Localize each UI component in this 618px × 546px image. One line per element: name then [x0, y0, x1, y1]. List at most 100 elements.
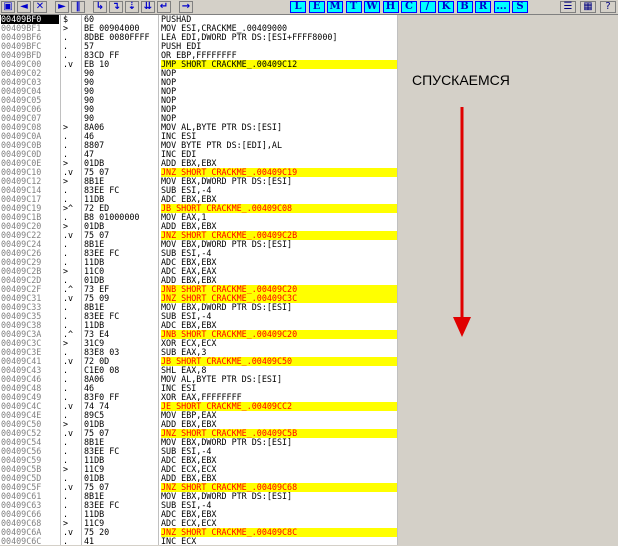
trace-into-icon[interactable]: ⇣ [125, 1, 139, 13]
address-cell: 00409C4E [1, 410, 42, 420]
hex-dump-cell: 74 74 [84, 401, 110, 411]
toolbar-button[interactable]: S [512, 1, 528, 13]
hex-dump-cell: 83CD FF [84, 50, 120, 60]
grid-icon[interactable]: ▦ [580, 1, 596, 13]
list-icon[interactable]: ☰ [560, 1, 576, 13]
trace-over-icon[interactable]: ⇊ [141, 1, 155, 13]
step-into-icon[interactable]: ↳ [93, 1, 107, 13]
toolbar-button[interactable]: T [345, 1, 362, 13]
flow-mark-cell: .v [63, 230, 74, 240]
go-to-icon[interactable]: → [179, 1, 193, 13]
toolbar-button[interactable]: L [290, 1, 306, 13]
toolbar-button[interactable]: E [308, 1, 325, 13]
instruction-cell: JNZ SHORT CRACKME_.00409C3C [161, 294, 397, 303]
hex-dump-cell: 01DB [84, 419, 105, 429]
toolbar-button[interactable]: R [475, 1, 491, 13]
toolbar-button[interactable]: W [364, 1, 380, 13]
toolbar-button[interactable]: C [401, 1, 417, 13]
run-icon[interactable]: ► [55, 1, 69, 13]
toolbar-button[interactable]: ... [493, 1, 510, 13]
toolbar-button[interactable]: / [419, 1, 436, 13]
toolbar-button[interactable]: M [327, 1, 343, 13]
pause-icon[interactable]: ‖ [71, 1, 85, 13]
execute-till-return-icon[interactable]: ↵ [157, 1, 171, 13]
toolbar-button[interactable]: K [438, 1, 454, 13]
address-cell: 00409C63 [1, 500, 42, 510]
toolbar-button[interactable]: B [456, 1, 473, 13]
hex-dump-cell: 90 [84, 77, 95, 87]
step-over-icon[interactable]: ↴ [109, 1, 123, 13]
flow-mark-cell: . [63, 248, 69, 258]
help-icon[interactable]: ? [600, 1, 616, 13]
close-icon[interactable]: ✕ [33, 1, 47, 13]
open-icon[interactable]: ▣ [1, 1, 15, 13]
flow-mark-cell: .v [63, 59, 74, 69]
address-cell: 00409C56 [1, 446, 42, 456]
restart-icon[interactable]: ◄ [17, 1, 31, 13]
toolbar-button[interactable]: H [382, 1, 399, 13]
pane-divider[interactable] [397, 15, 398, 545]
hex-dump-cell: 60 [84, 14, 95, 24]
